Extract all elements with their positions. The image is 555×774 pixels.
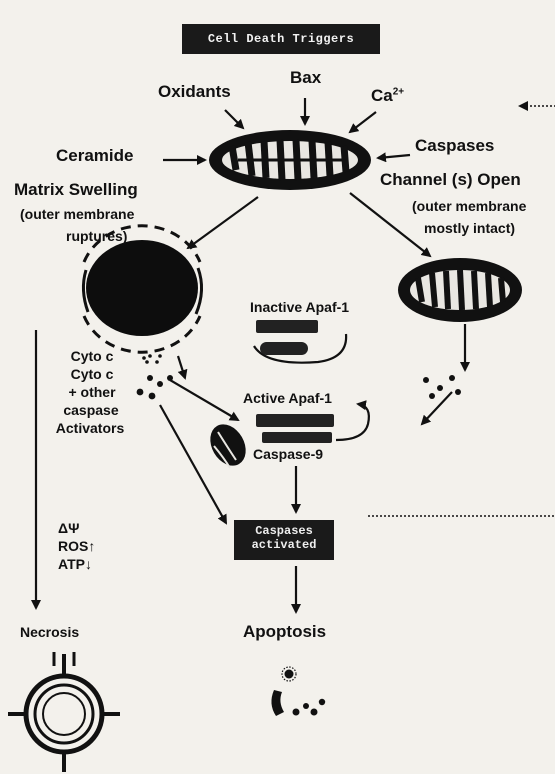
label-bax: Bax [290,68,321,88]
label-delta-psi: ΔΨ [58,520,79,536]
label-calcium: Ca2+ [371,86,404,106]
label-matrix-swelling: Matrix Swelling [14,180,138,200]
label-active-apaf1: Active Apaf-1 [243,390,332,406]
title-banner: Cell Death Triggers [182,24,380,54]
calcium-charge: 2+ [393,86,404,97]
label-inactive-apaf1: Inactive Apaf-1 [250,299,349,315]
swollen-mitochondrion [83,226,201,352]
label-plus-other: + other [56,384,128,400]
apoptosome-complex [203,418,253,472]
caspases-box-line1: Caspases [234,520,334,538]
label-ruptures: ruptures) [66,228,127,244]
label-caspase9: Caspase-9 [253,446,323,462]
central-mitochondrion [209,130,371,190]
procaspase9-oval [260,342,308,355]
label-cyto-c-1: Cyto c [56,348,128,364]
label-cyto-c-2: Cyto c [56,366,128,382]
label-atp: ATP↓ [58,556,92,572]
apoptotic-bodies [271,667,325,716]
label-caspase: caspase [46,402,136,418]
right-mitochondrion [398,258,522,322]
label-mostly-intact: mostly intact) [424,220,515,236]
caspases-box-line2: activated [234,538,334,552]
label-outer-membrane-left: (outer membrane [20,206,134,222]
label-caspases-trigger: Caspases [415,136,494,156]
label-ceramide: Ceramide [56,146,133,166]
label-outer-membrane-right: (outer membrane [412,198,526,214]
necrotic-cell [8,652,120,772]
label-activators: Activators [40,420,140,436]
label-apoptosis: Apoptosis [243,622,326,642]
label-oxidants: Oxidants [158,82,231,102]
inactive-apaf1-bar [256,320,318,333]
label-ros: ROS↑ [58,538,95,554]
label-necrosis: Necrosis [20,624,79,640]
bound-caspase9-bar [262,432,332,443]
caspases-activated-box: Caspases activated [234,520,334,560]
label-channel-open: Channel (s) Open [380,170,521,190]
active-apaf1-bar [256,414,334,427]
